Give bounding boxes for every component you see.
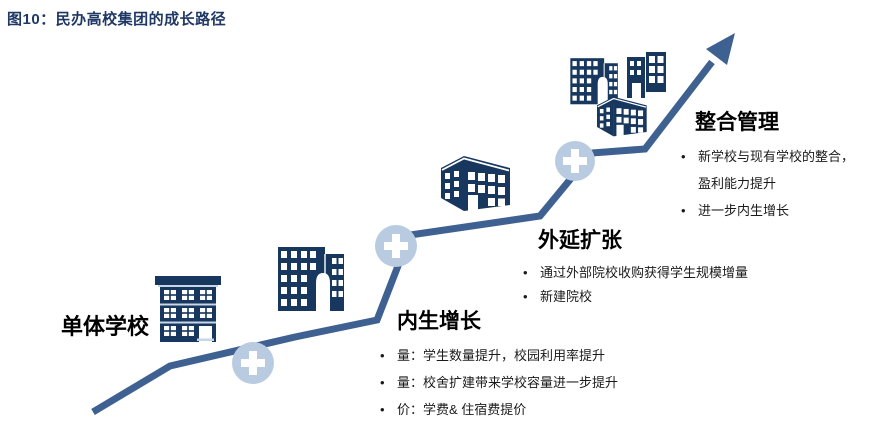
single-school-building-icon — [155, 276, 221, 342]
bullet-marker: • — [681, 149, 686, 164]
bullet-item: • 价：学费& 住宿费提价 — [380, 396, 618, 423]
building-cluster-icon — [570, 52, 666, 137]
bullet-text: 进一步内生增长 — [698, 203, 790, 218]
bullet-text: 价：学费& 住宿费提价 — [397, 402, 527, 417]
stage-heading-organic-growth: 内生增长 — [397, 310, 481, 333]
stage-block-integrated-management: 整合管理 • 新学校与现有学校的整合，盈利能力提升 • 进一步内生增长 — [681, 111, 862, 224]
figure-title: 图10：民办高校集团的成长路径 — [7, 11, 227, 28]
office-building-3d-icon — [440, 155, 511, 212]
bullet-text: 新学校与现有学校的整合，盈利能力提升 — [698, 149, 855, 191]
stage-block-external-expansion: 外延扩张 • 通过外部院校收购获得学生规模增量 • 新建院校 — [523, 229, 748, 309]
plus-icon — [375, 225, 417, 267]
bullet-marker: • — [681, 203, 686, 218]
stage-block-organic-growth: 内生增长 • 量：学生数量提升，校园利用率提升 • 量：校舍扩建带来学校容量进一… — [380, 310, 618, 423]
bullet-marker: • — [523, 289, 528, 304]
bullet-marker: • — [380, 348, 385, 363]
bullet-item: • 通过外部院校收购获得学生规模增量 — [523, 261, 748, 285]
bullet-item: • 进一步内生增长 — [681, 197, 862, 224]
bullet-text: 新建院校 — [540, 289, 593, 304]
stage-heading-external-expansion: 外延扩张 — [538, 229, 622, 252]
organic-growth-bullet-list: • 量：学生数量提升，校园利用率提升 • 量：校舍扩建带来学校容量进一步提升 •… — [380, 342, 618, 423]
bullet-item: • 新建院校 — [523, 285, 748, 309]
stage-heading-integrated-management: 整合管理 — [695, 111, 779, 134]
growth-arrow-icon — [706, 33, 735, 65]
bullet-text: 量：校舍扩建带来学校容量进一步提升 — [397, 375, 619, 390]
bullet-item: • 新学校与现有学校的整合，盈利能力提升 — [681, 143, 862, 197]
twin-tower-building-icon — [278, 247, 344, 311]
bullet-item: • 量：校舍扩建带来学校容量进一步提升 — [380, 369, 618, 396]
bullet-marker: • — [380, 402, 385, 417]
external-expansion-bullet-list: • 通过外部院校收购获得学生规模增量 • 新建院校 — [523, 261, 748, 309]
bullet-marker: • — [523, 265, 528, 280]
bullet-marker: • — [380, 375, 385, 390]
plus-icon — [555, 141, 595, 181]
bullet-text: 量：学生数量提升，校园利用率提升 — [397, 348, 606, 363]
plus-icon — [232, 342, 274, 384]
bullet-text: 通过外部院校收购获得学生规模增量 — [540, 265, 749, 280]
bullet-item: • 量：学生数量提升，校园利用率提升 — [380, 342, 618, 369]
stage-label-single-school: 单体学校 — [61, 314, 150, 339]
integrated-management-bullet-list: • 新学校与现有学校的整合，盈利能力提升 • 进一步内生增长 — [681, 143, 862, 224]
